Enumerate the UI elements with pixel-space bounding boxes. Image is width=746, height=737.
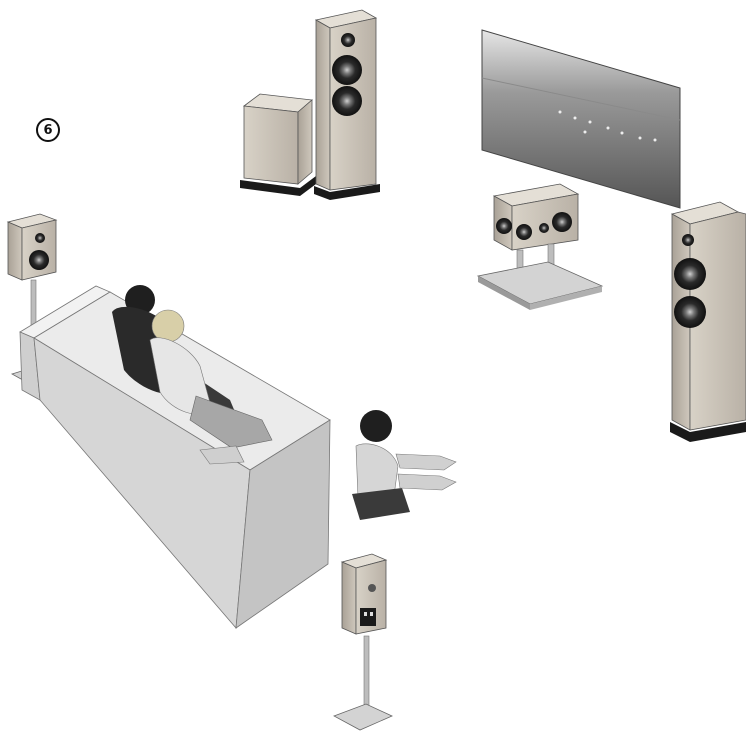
subwoofer-icon	[240, 94, 316, 196]
center-speaker-icon	[478, 184, 602, 310]
floor-standing-speaker-icon	[314, 10, 380, 200]
step-number-badge: 6	[36, 118, 60, 142]
floor-standing-speaker-icon	[670, 202, 746, 442]
bookshelf-speaker-icon	[334, 554, 392, 730]
person-icon	[352, 410, 456, 520]
projection-screen-icon	[482, 30, 680, 208]
